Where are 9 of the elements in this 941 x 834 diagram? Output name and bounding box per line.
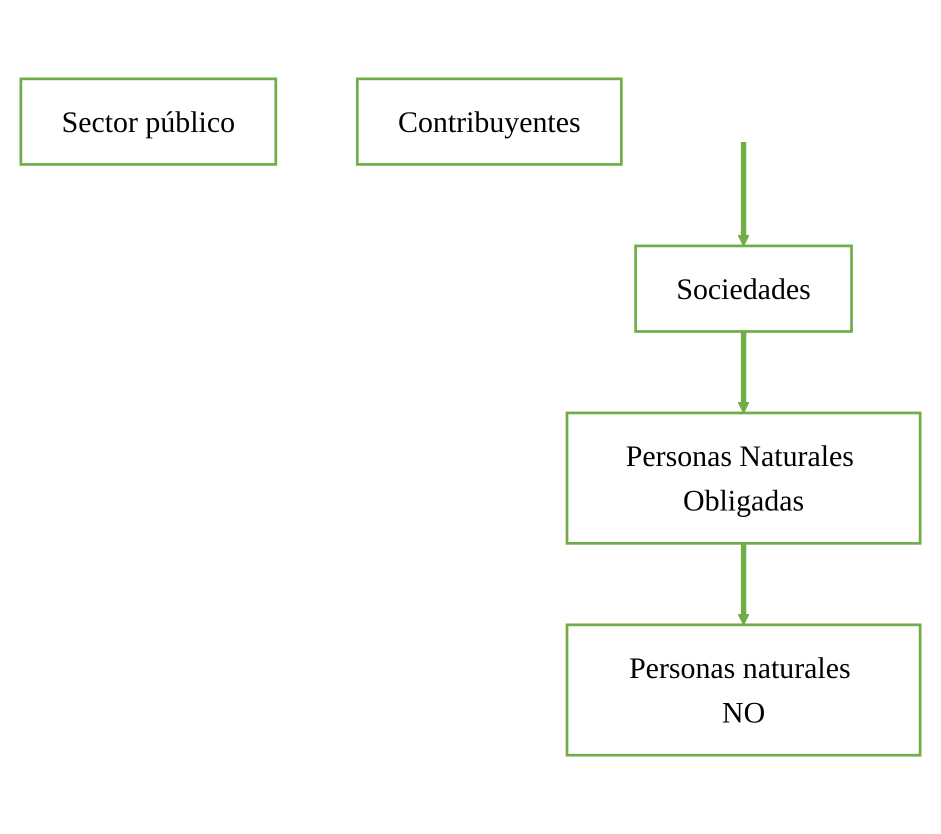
flowchart: Sector público Contribuyentes Sociedades Personas Naturales Obligadas Personas naturales NO xyxy=(10,68,931,766)
arrow xyxy=(738,142,750,246)
node-box xyxy=(566,623,922,757)
arrow xyxy=(738,543,750,626)
arrow xyxy=(738,331,750,414)
node-box xyxy=(634,244,853,333)
node-box xyxy=(356,77,623,166)
node-box xyxy=(566,412,922,545)
node-box xyxy=(20,77,278,166)
